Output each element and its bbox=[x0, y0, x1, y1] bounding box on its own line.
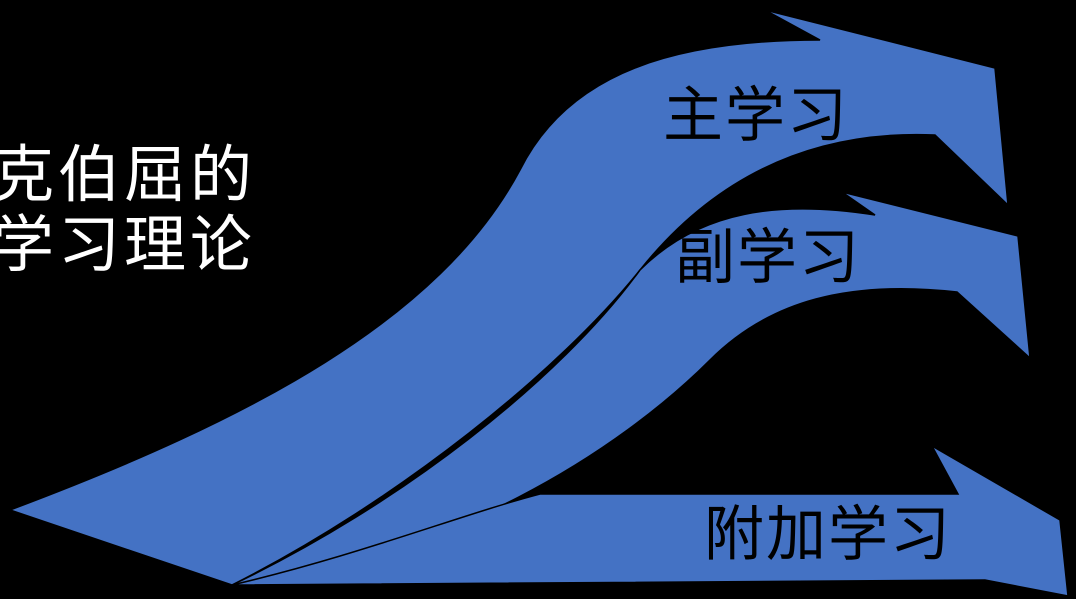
title-line-2: 学习理论 bbox=[0, 208, 257, 281]
title-line-1: 克伯屈的 bbox=[0, 138, 257, 211]
slide-title: 克伯屈的 学习理论 bbox=[0, 140, 256, 280]
arrow-label-secondary-learning: 副学习 bbox=[675, 223, 861, 293]
arrow-label-main-learning: 主学习 bbox=[663, 81, 849, 151]
arrow-main-learning bbox=[7, 9, 1009, 586]
arrow-additional-learning bbox=[231, 444, 1069, 597]
arrow-label-additional-learning: 附加学习 bbox=[704, 500, 952, 570]
arrow-secondary-learning bbox=[231, 191, 1031, 586]
